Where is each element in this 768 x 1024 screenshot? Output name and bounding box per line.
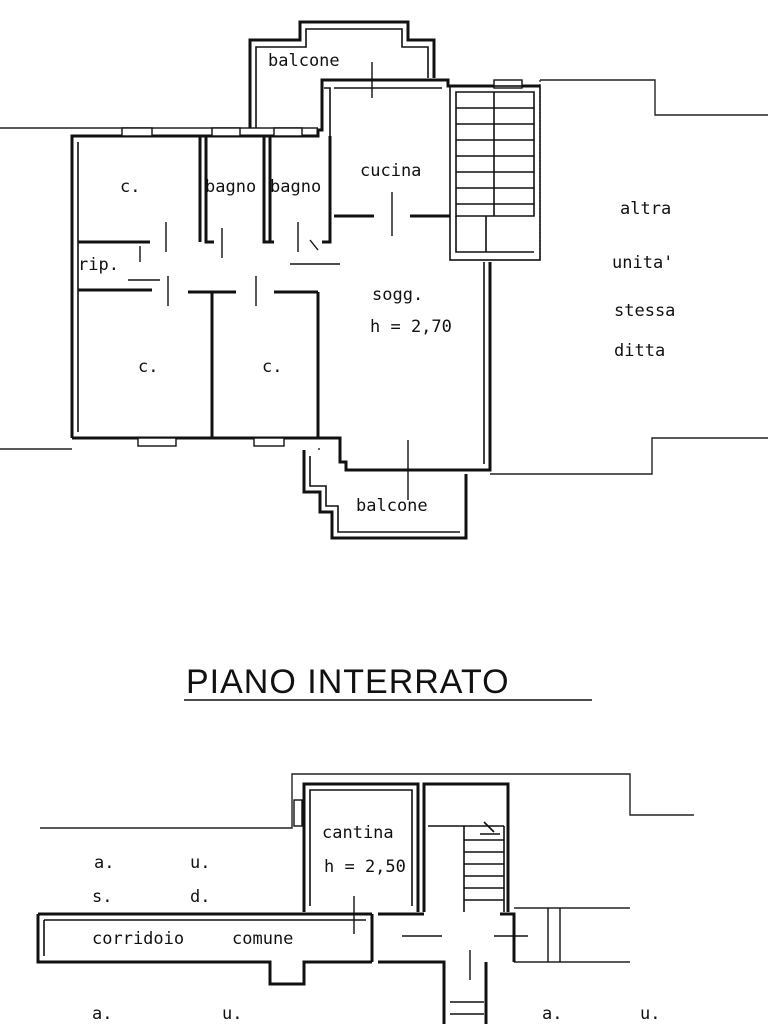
basement-plan: cantina h = 2,50 corridoio comune a. u. …: [36, 773, 694, 1024]
upper-floor-plan: balcone c. bagno bagno cucina rip. sogg.…: [0, 20, 768, 540]
wall-bathroom-2: [268, 136, 332, 244]
cellar-inner: [309, 789, 413, 906]
label-left-s: s.: [92, 887, 112, 907]
label-storage: rip.: [78, 255, 119, 275]
door-marks: [128, 62, 409, 500]
apartment-outer-wall: [70, 78, 540, 472]
corridor-outline: [36, 912, 372, 986]
cellar-outline: [302, 782, 420, 912]
other-unit-outline: [540, 79, 768, 116]
label-living-height: h = 2,70: [370, 317, 452, 337]
label-balcony-bottom: balcone: [356, 496, 428, 516]
wall-storage: [78, 288, 318, 294]
basement-door-marks: [353, 896, 561, 980]
label-left-d: d.: [190, 887, 210, 907]
balcony-top-inner: [255, 28, 429, 128]
label-bedroom-bottom-left: c.: [138, 357, 158, 377]
balcony-top-outline: [248, 20, 436, 128]
label-bottom-right-u: u.: [640, 1004, 660, 1024]
label-other-unit-2: unita': [612, 253, 673, 273]
window-bottom-1: [137, 437, 177, 447]
label-bedroom-top-left: c.: [120, 177, 140, 197]
other-unit-outline-bottom: [490, 437, 768, 475]
label-bottom-left-u: u.: [222, 1004, 242, 1024]
apartment-outer-wall-inner: [77, 87, 485, 464]
window-top-4: [493, 79, 523, 89]
label-bedroom-bottom-mid: c.: [262, 357, 282, 377]
label-other-unit-4: ditta: [614, 341, 665, 361]
label-bottom-right-a: a.: [542, 1004, 562, 1024]
corridor-inner: [43, 919, 366, 956]
label-balcony-top: balcone: [268, 51, 340, 71]
corridor-right-section: [370, 912, 516, 1024]
balcony-bottom-inner: [309, 456, 460, 533]
label-corridor: corridoio: [92, 929, 184, 949]
label-bathroom: bagno: [205, 177, 256, 197]
label-left-u: u.: [190, 853, 210, 873]
label-other-unit-3: stessa: [614, 301, 675, 321]
label-kitchen: cucina: [360, 161, 421, 181]
label-bathroom-2: bagno: [270, 177, 321, 197]
basement-context-top-left: [40, 773, 694, 829]
label-bottom-left-a: a.: [92, 1004, 112, 1024]
wall-bedroom-top-left: [78, 136, 202, 244]
basement-stair-lower: [450, 1001, 484, 1015]
staircase-basement: [422, 782, 510, 912]
label-other-unit-1: altra: [620, 199, 671, 219]
basement-window: [293, 799, 303, 827]
balcony-bottom-outline: [302, 450, 468, 540]
label-cellar: cantina: [322, 823, 394, 843]
window-top-2: [211, 127, 241, 137]
label-left-a: a.: [94, 853, 114, 873]
label-cellar-height: h = 2,50: [324, 857, 406, 877]
label-corridor-2: comune: [232, 929, 293, 949]
basement-title: PIANO INTERRATO: [186, 663, 510, 701]
staircase-upper: [449, 85, 541, 261]
basement-title-group: PIANO INTERRATO: [184, 663, 592, 701]
window-top-1: [121, 127, 153, 137]
window-top-3: [273, 127, 303, 137]
window-bottom-2: [253, 437, 285, 447]
label-living-room: sogg.: [372, 285, 423, 305]
